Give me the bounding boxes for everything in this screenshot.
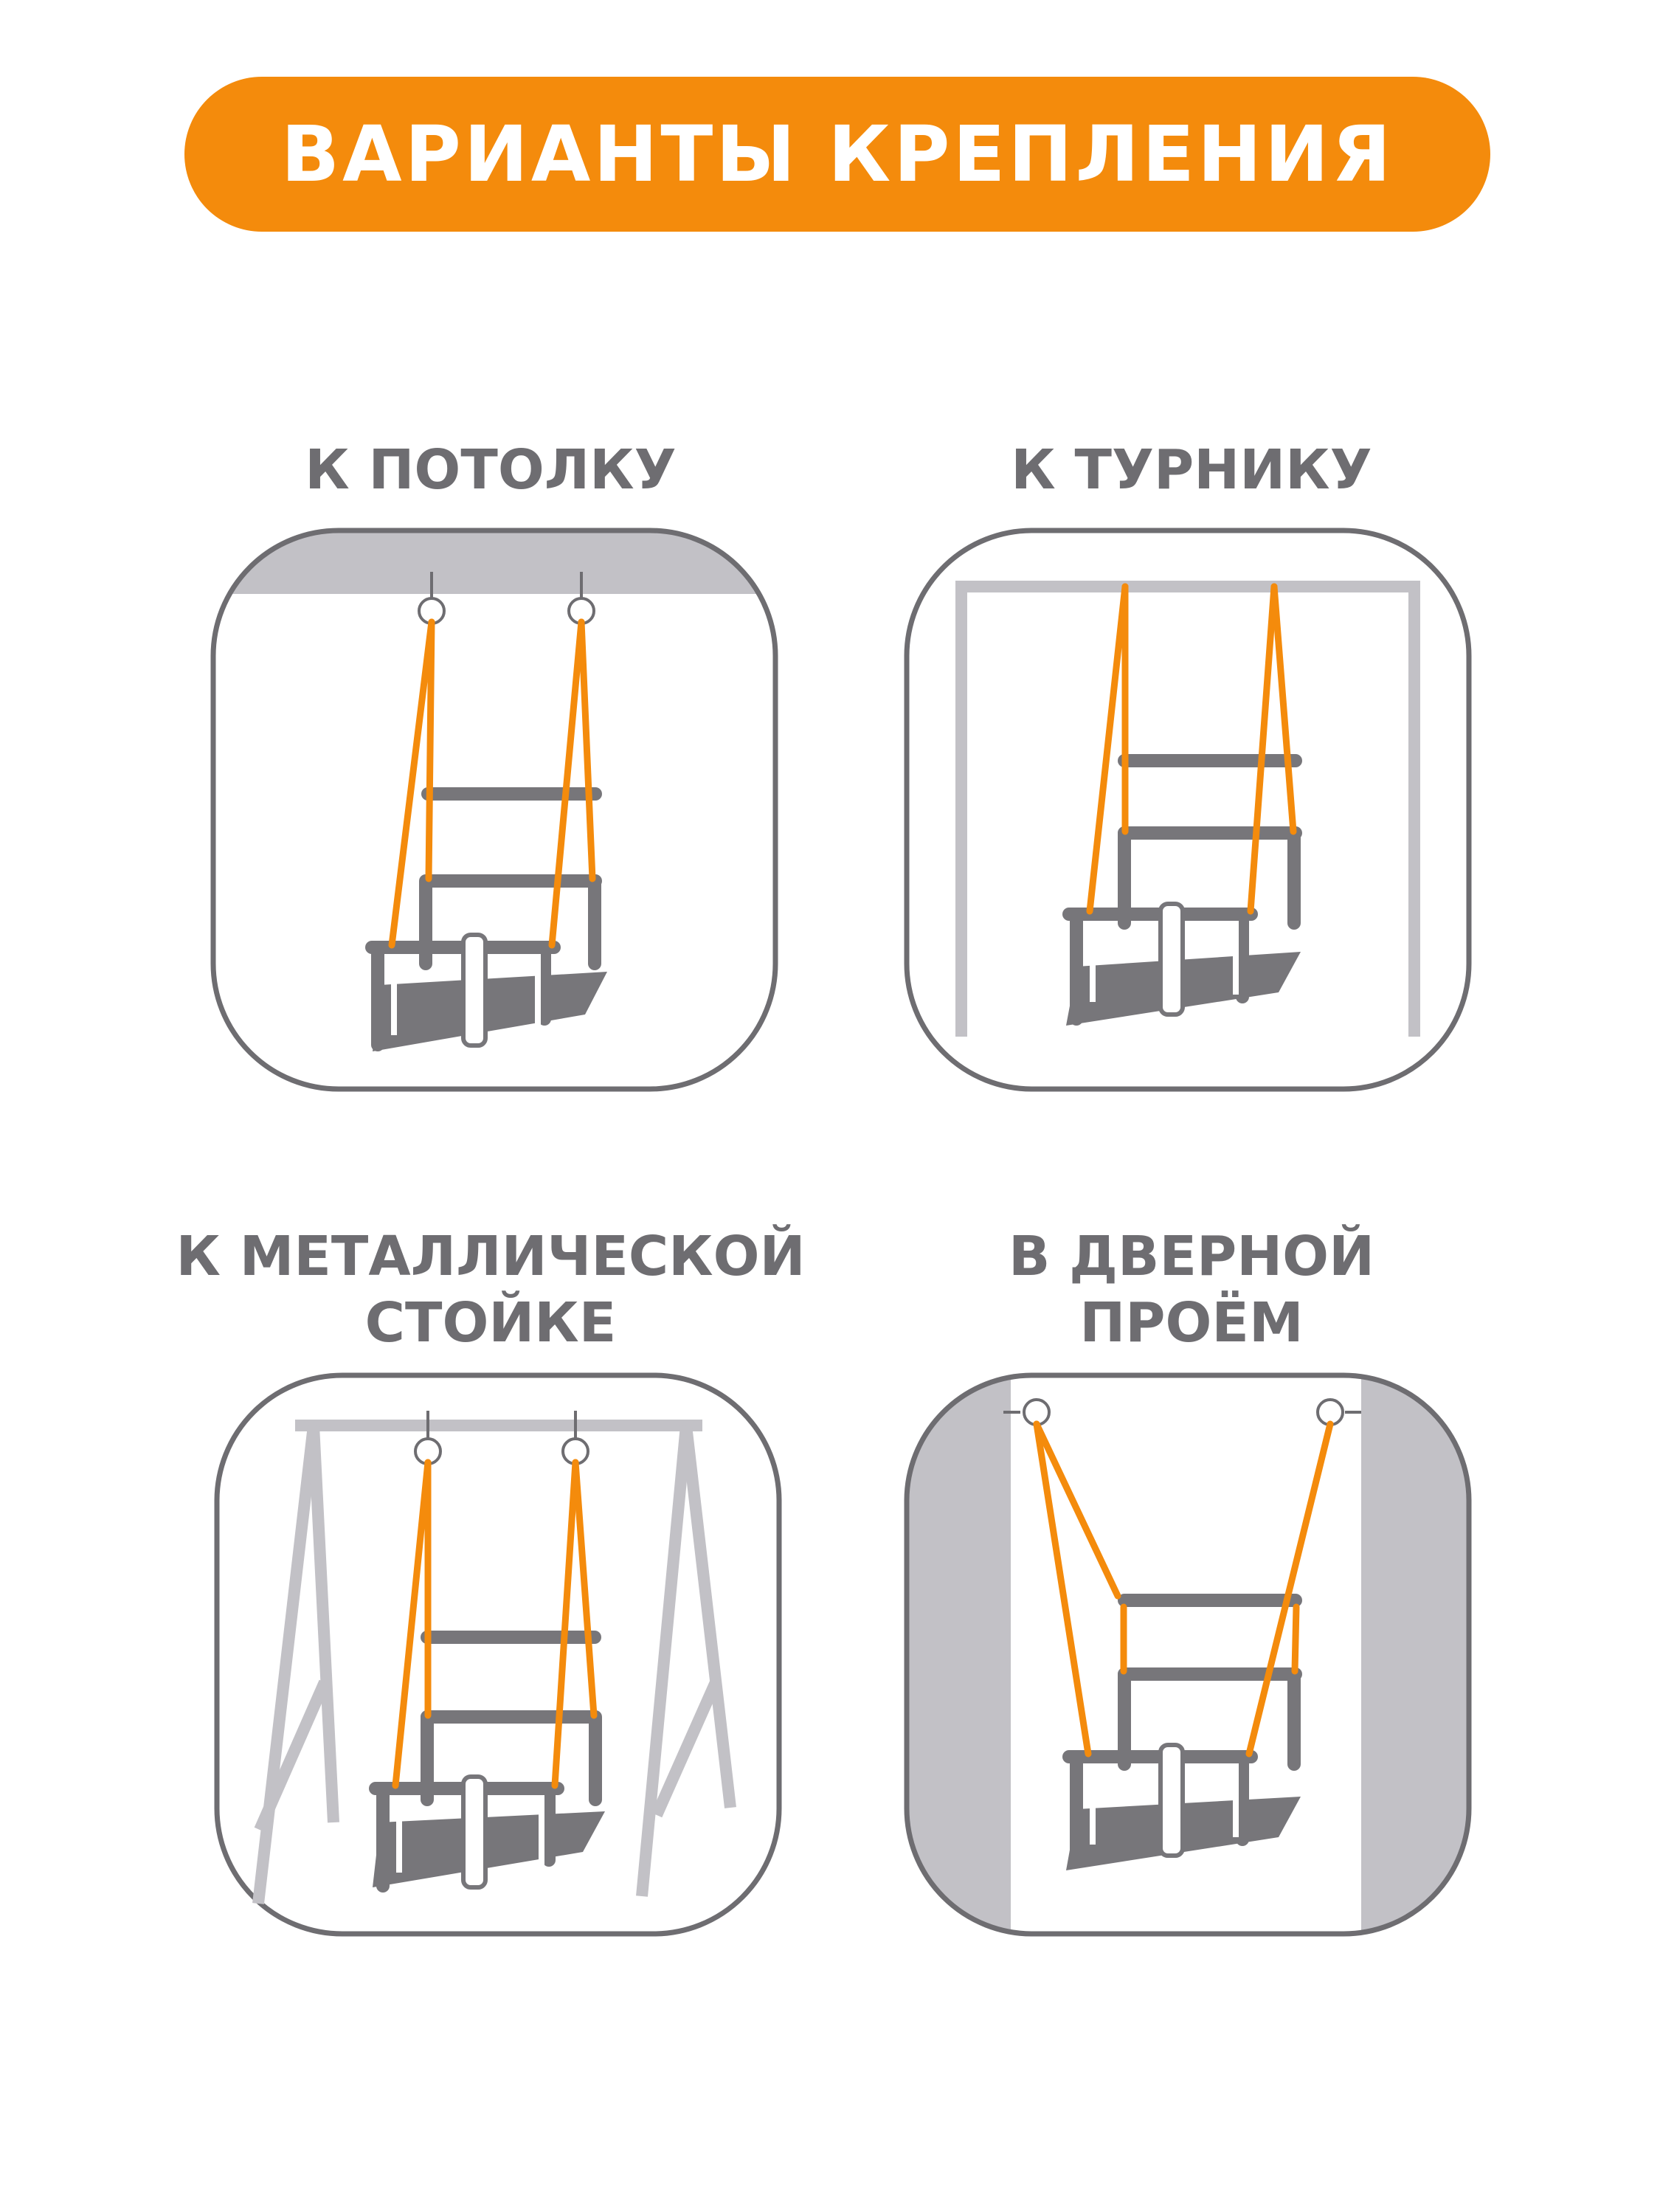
- swing-seat: [365, 787, 607, 1051]
- pullup-bar-mount-icon: [904, 528, 1472, 1092]
- panel-border: [904, 528, 1472, 1092]
- ceiling-slab: [213, 530, 775, 594]
- page-title: ВАРИАНТЫ КРЕПЛЕНИЯ: [280, 109, 1394, 199]
- doorway-mount-icon: [904, 1372, 1472, 1937]
- caption-ceiling: К ПОТОЛКУ: [159, 437, 823, 503]
- metal-stand-panel: [214, 1372, 782, 1937]
- hooks: [414, 1411, 589, 1465]
- panel-border: [904, 1372, 1472, 1937]
- panel-border: [214, 1372, 782, 1937]
- a-frame-stand: [252, 1420, 736, 1904]
- caption-ceiling-line-1: К ПОТОЛКУ: [305, 438, 677, 502]
- pullup-bar-frame: [955, 581, 1420, 1037]
- swing-seat: [1062, 1594, 1302, 1870]
- ropes: [1086, 583, 1297, 915]
- caption-doorway: В ДВЕРНОЙ ПРОЁМ: [860, 1223, 1524, 1356]
- swing-seat: [1062, 754, 1302, 1026]
- caption-pullup-bar-line-1: К ТУРНИКУ: [1011, 438, 1372, 502]
- door-jambs: [907, 1375, 1469, 1934]
- ropes: [392, 1459, 598, 1789]
- metal-stand-mount-icon: [214, 1372, 782, 1937]
- ceiling-panel: [210, 528, 778, 1092]
- caption-metal-stand-line-2: СТОЙКЕ: [364, 1291, 617, 1355]
- caption-doorway-line-1: В ДВЕРНОЙ: [1008, 1225, 1375, 1288]
- panel-border: [210, 528, 778, 1092]
- ropes: [388, 618, 596, 949]
- pullup-bar-panel: [904, 528, 1472, 1092]
- title-banner: ВАРИАНТЫ КРЕПЛЕНИЯ: [184, 77, 1490, 232]
- doorway-panel: [904, 1372, 1472, 1937]
- caption-pullup-bar: К ТУРНИКУ: [860, 437, 1524, 503]
- caption-metal-stand-line-1: К МЕТАЛЛИЧЕСКОЙ: [176, 1225, 806, 1288]
- ropes: [1033, 1420, 1334, 1757]
- swing-seat: [369, 1631, 605, 1893]
- caption-metal-stand: К МЕТАЛЛИЧЕСКОЙ СТОЙКЕ: [159, 1223, 823, 1356]
- ceiling-mount-icon: [210, 528, 778, 1092]
- caption-doorway-line-2: ПРОЁМ: [1079, 1291, 1304, 1355]
- hooks: [1003, 1398, 1361, 1426]
